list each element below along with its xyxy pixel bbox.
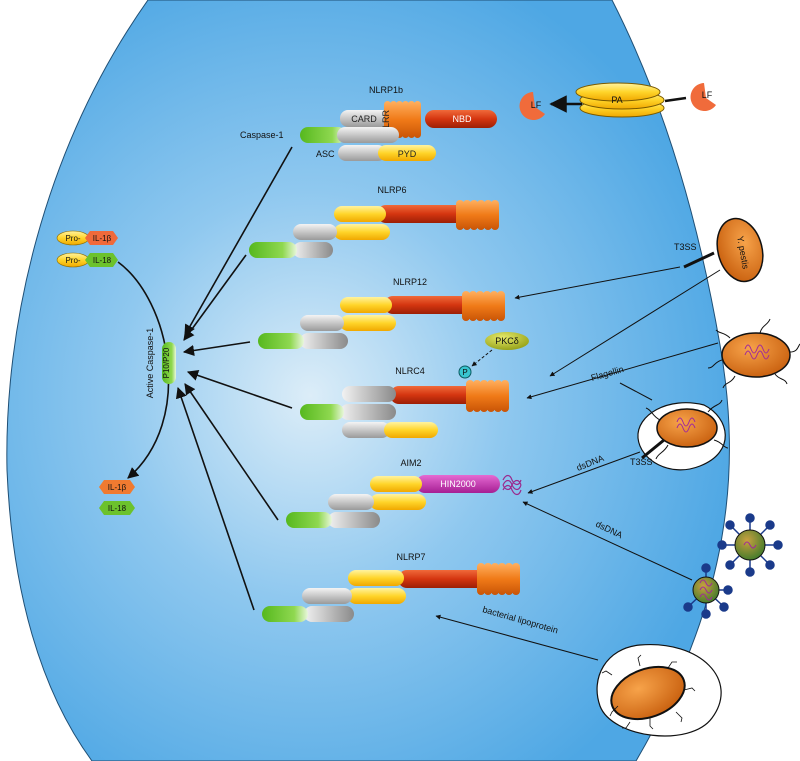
svg-text:P10/P20: P10/P20: [162, 347, 171, 378]
nlrp7-complex: NLRP7: [262, 552, 520, 622]
aim2-label: AIM2: [400, 458, 421, 468]
t3ss-label-2: T3SS: [630, 457, 653, 467]
svg-text:P: P: [462, 368, 467, 377]
nlrp1b-caspase: [300, 127, 346, 143]
svg-text:LRR: LRR: [381, 110, 391, 129]
phospho-site: [458, 365, 472, 379]
nlrp1b-pyd: [378, 145, 436, 161]
nlrp1b-card-2: [337, 127, 399, 143]
activation-arrows: [175, 146, 293, 611]
svg-text:Active Caspase-1: Active Caspase-1: [145, 328, 155, 399]
nlrp12-label: NLRP12: [393, 277, 427, 287]
svg-text:Pro-: Pro-: [65, 256, 80, 265]
nlrp6-complex: NLRP6: [249, 185, 499, 258]
pa-label: PA: [611, 95, 622, 105]
nlrp1b-card: [340, 110, 392, 127]
nlrp1b-complex: NLRP1b NBD CARD LRR PYD ASC Caspase-1: [240, 85, 497, 161]
nlrc4-complex: NLRC4 P PKCδ: [300, 332, 529, 438]
vacuole-bacterium: T3SS: [630, 399, 729, 471]
lipoprotein-bacterium: [596, 644, 722, 737]
nlrp1b-label: NLRP1b: [369, 85, 403, 95]
svg-text:HIN2000: HIN2000: [440, 479, 476, 489]
y-pestis: Y. pestis T3SS: [674, 217, 764, 283]
lf-outside: [690, 83, 716, 111]
pkc-kinase: [485, 332, 529, 350]
svg-text:PKCδ: PKCδ: [495, 336, 519, 346]
svg-text:LF: LF: [702, 90, 713, 100]
nlrc4-label: NLRC4: [395, 366, 425, 376]
svg-text:LF: LF: [531, 100, 542, 110]
svg-text:PYD: PYD: [398, 149, 417, 159]
svg-text:CARD: CARD: [351, 114, 377, 124]
svg-text:Pro-: Pro-: [65, 234, 80, 243]
mature-cytokines: IL-1β IL-18: [99, 480, 135, 515]
svg-text:IL-1β: IL-1β: [93, 234, 112, 243]
svg-text:IL-1β: IL-1β: [108, 483, 127, 492]
nlrp12-complex: NLRP12: [258, 277, 505, 349]
svg-text:NBD: NBD: [452, 114, 472, 124]
flagellated-bacterium: [707, 318, 800, 389]
pro-cytokines: Pro- IL-1β Pro- IL-18: [56, 230, 118, 268]
nlrp1b-nbd: [425, 110, 497, 128]
anthrax-toxin: PA LF LF: [519, 82, 716, 120]
svg-text:IL-18: IL-18: [93, 256, 112, 265]
nlrp7-label: NLRP7: [396, 552, 425, 562]
nlrp6-label: NLRP6: [377, 185, 406, 195]
caspase-label: Caspase-1: [240, 130, 284, 140]
aim2-complex: AIM2 HIN2000: [286, 458, 522, 528]
active-caspase: P10/P20 Active Caspase-1: [145, 328, 176, 399]
virus-particles: [683, 513, 783, 619]
svg-text:IL-18: IL-18: [108, 504, 127, 513]
lf-inside: [519, 92, 545, 120]
nlrp1b-asc: [338, 145, 386, 161]
pathogen-arrows: [435, 266, 721, 661]
t3ss-label-1: T3SS: [674, 242, 697, 252]
dsdna-helix: [502, 474, 522, 496]
asc-label: ASC: [316, 149, 335, 159]
